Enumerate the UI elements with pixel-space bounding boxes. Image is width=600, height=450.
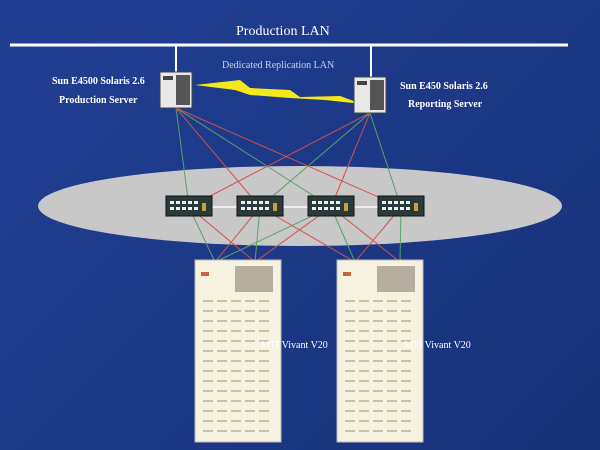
production-lan-label: Production LAN xyxy=(236,24,330,39)
fc-cable xyxy=(330,112,371,208)
fc-cable xyxy=(175,107,332,208)
fc-switch-icon xyxy=(165,195,213,217)
storage-array-icon xyxy=(194,259,282,443)
storage-label-1: MTI Vivant V20 xyxy=(261,340,328,351)
fc-cable xyxy=(259,112,371,208)
storage-label-2: MTI Vivant V20 xyxy=(404,340,471,351)
reporting-server-label-1: Sun E450 Solaris 2.6 xyxy=(400,81,488,92)
production-server-icon xyxy=(159,71,193,109)
fc-switch-icon xyxy=(236,195,284,217)
fc-switch-icon xyxy=(377,195,425,217)
fc-switch-icon xyxy=(307,195,355,217)
fc-cable xyxy=(188,112,371,208)
replication-link-bolt xyxy=(195,80,362,104)
fc-cable xyxy=(175,107,261,208)
storage-array-icon xyxy=(336,259,424,443)
reporting-server-icon xyxy=(353,76,387,114)
fc-cable xyxy=(175,107,402,208)
fc-cable xyxy=(175,107,190,208)
production-server-label-1: Sun E4500 Solaris 2.6 xyxy=(52,76,145,87)
fc-cable xyxy=(369,112,402,208)
reporting-server-label-2: Reporting Server xyxy=(408,99,483,110)
replication-lan-label: Dedicated Replication LAN xyxy=(222,60,335,71)
production-server-label-2: Production Server xyxy=(59,95,138,106)
